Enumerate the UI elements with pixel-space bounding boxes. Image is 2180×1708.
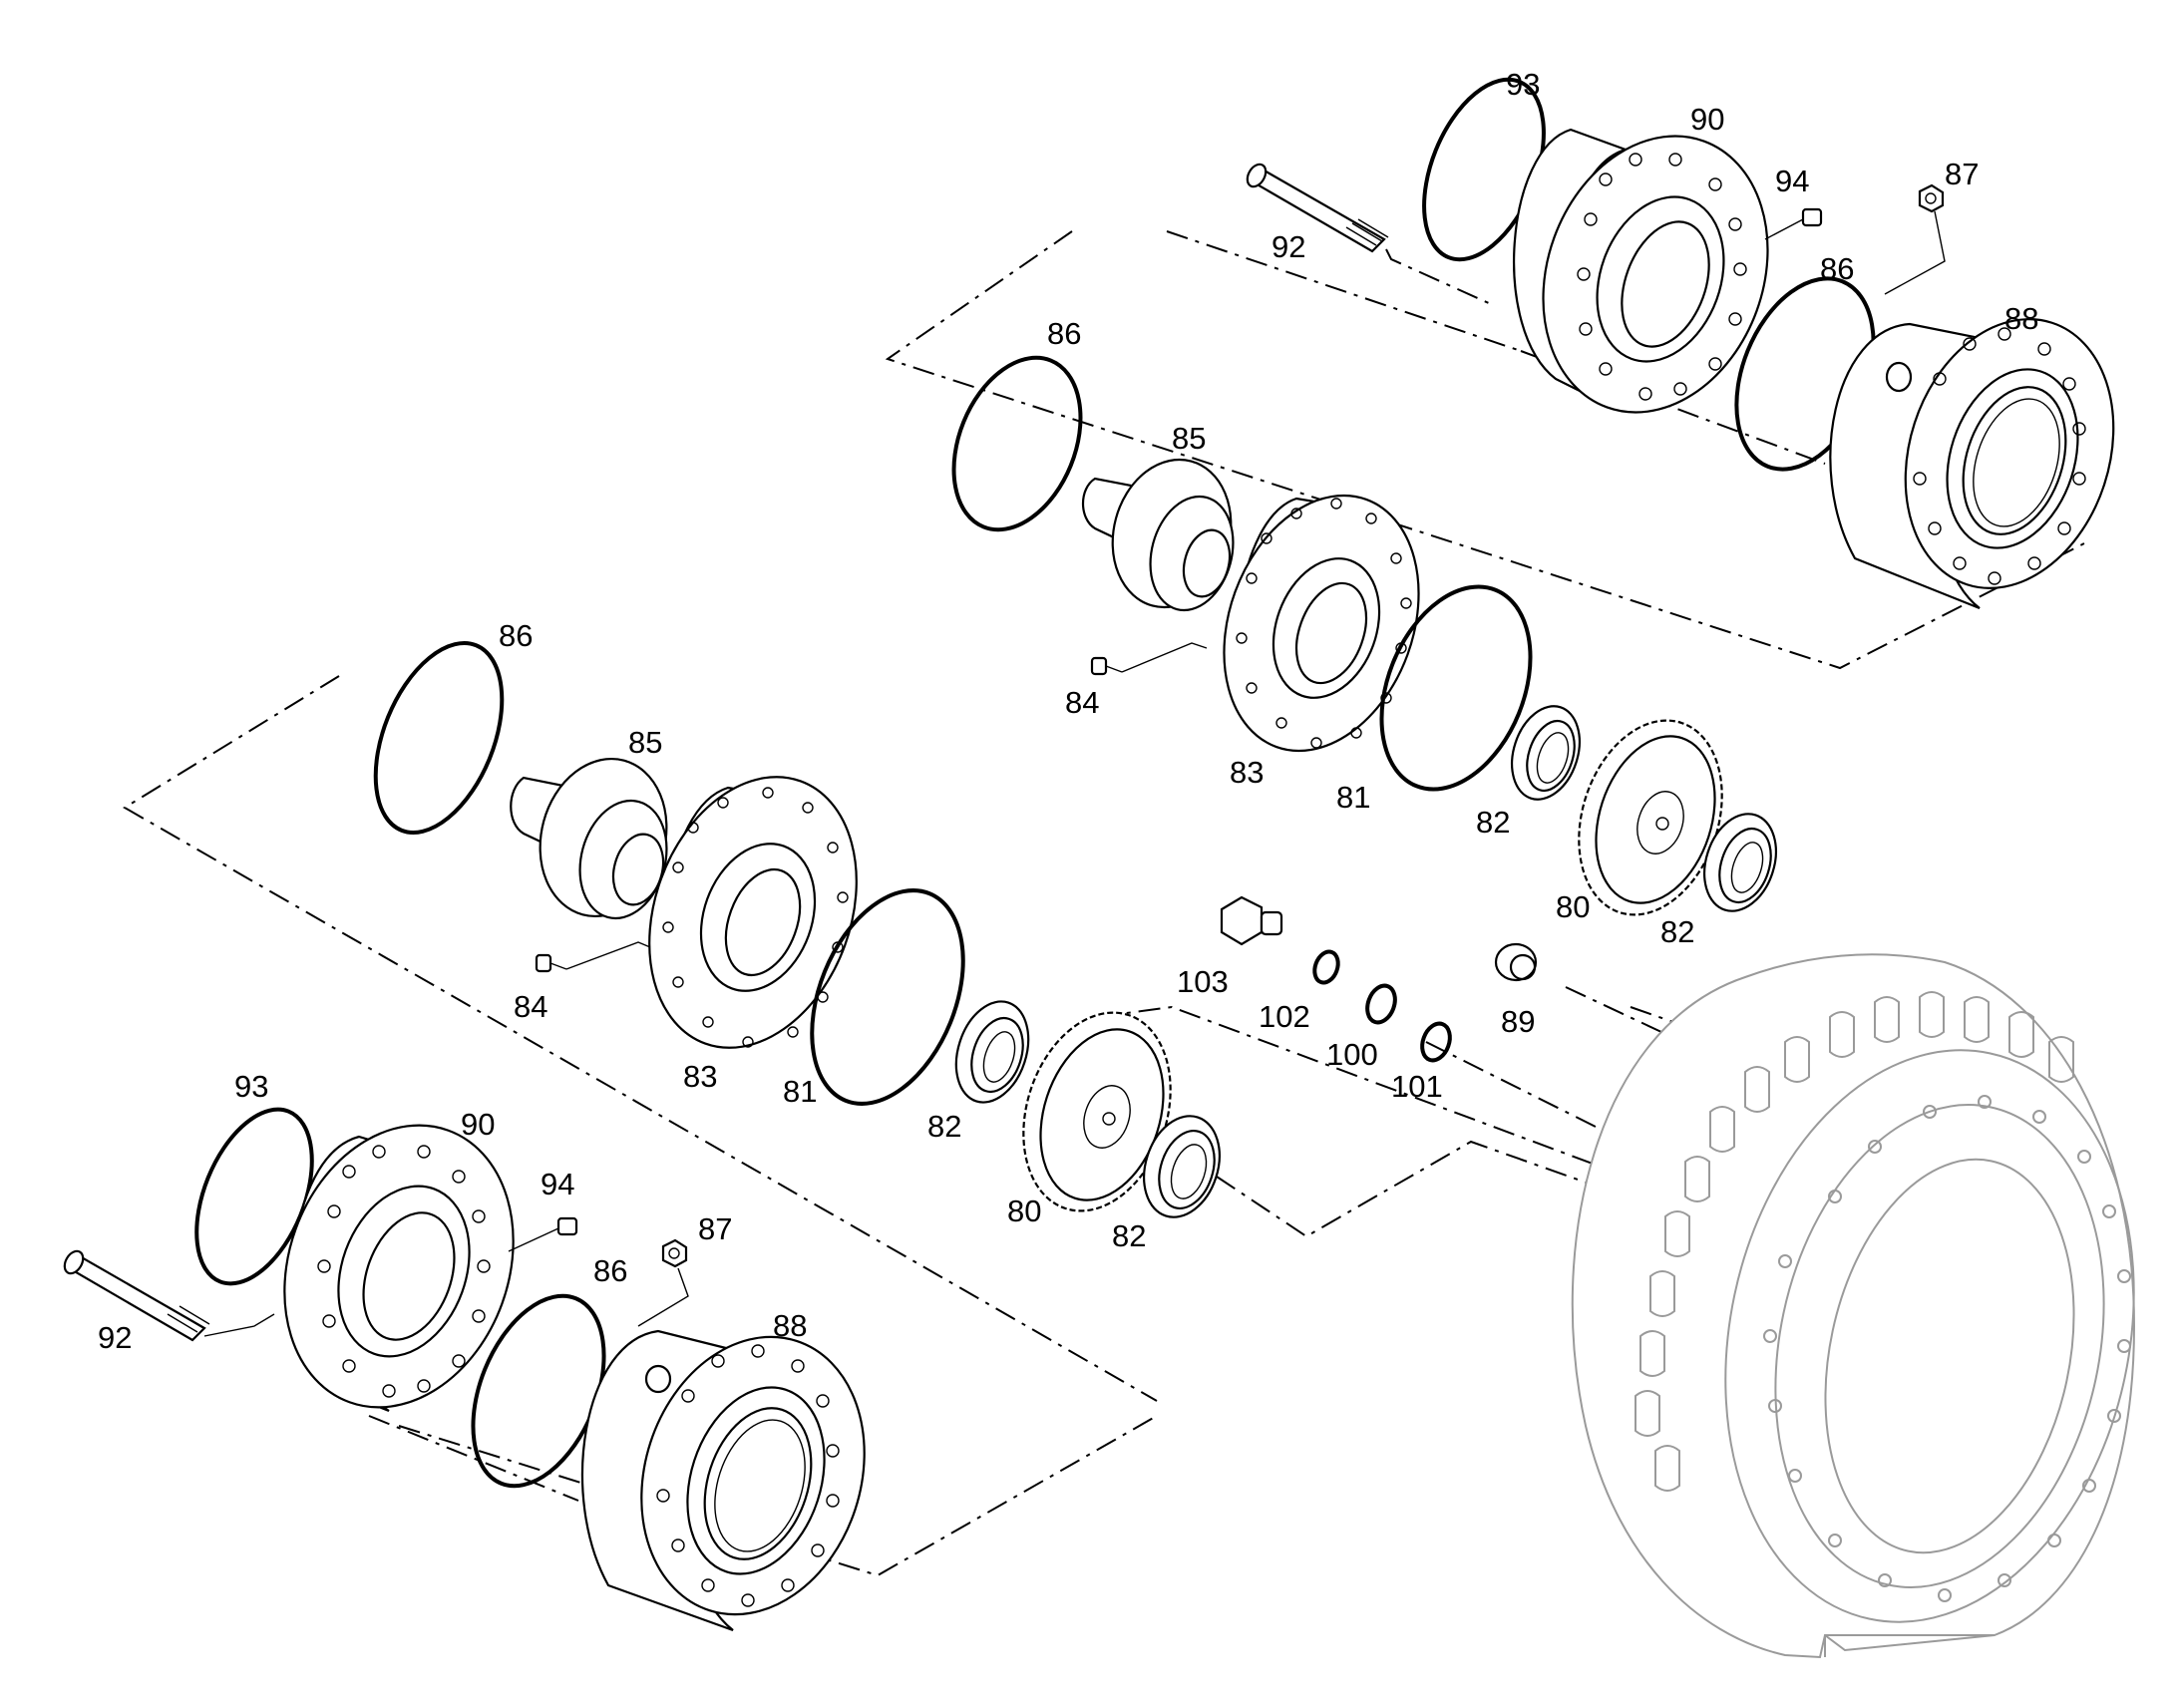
hub-88-upper	[1829, 318, 2115, 610]
shaft-85-middle	[510, 757, 668, 920]
label-85-upper: 85	[1172, 421, 1206, 456]
label-82-middle-b: 82	[1112, 1218, 1146, 1253]
label-92-upper: 92	[1272, 229, 1305, 264]
label-102: 102	[1259, 999, 1310, 1034]
seal-ring-101	[1420, 1021, 1452, 1063]
cover-90-lower	[283, 1124, 515, 1413]
plug-103	[1220, 895, 1283, 946]
bearing-82-upper-a	[1511, 705, 1581, 801]
shaft-85-upper	[1082, 458, 1235, 612]
bolt-92-lower	[63, 1249, 275, 1342]
label-94-lower: 94	[541, 1167, 574, 1201]
label-86-upper: 86	[1047, 316, 1081, 351]
nut-87-upper	[1884, 183, 1946, 295]
label-100: 100	[1326, 1037, 1378, 1072]
gear-80-middle	[1022, 1011, 1172, 1212]
label-82-upper-b: 82	[1660, 914, 1694, 949]
label-81-middle: 81	[783, 1074, 817, 1109]
label-82-middle-a: 82	[927, 1109, 961, 1144]
plug-89	[1494, 942, 1538, 982]
label-93-upper: 93	[1506, 67, 1540, 102]
label-89: 89	[1501, 1004, 1535, 1039]
bolt-92-upper	[1246, 163, 1389, 253]
label-87-lower: 87	[698, 1211, 732, 1246]
label-88-upper: 88	[2004, 301, 2038, 336]
bearing-82-upper-b	[1703, 813, 1777, 912]
label-83-middle: 83	[683, 1059, 717, 1094]
o-ring-81-middle	[810, 888, 965, 1106]
o-ring-86-middle	[373, 641, 505, 835]
label-87-upper: 87	[1945, 157, 1979, 191]
hub-88-lower	[580, 1329, 866, 1632]
seal-ring-100	[1365, 983, 1397, 1025]
carrier-83-middle	[648, 776, 858, 1049]
screw-84-upper	[1090, 642, 1208, 676]
label-88-lower: 88	[773, 1308, 807, 1343]
label-80-middle: 80	[1007, 1194, 1041, 1228]
o-ring-86-upper	[951, 355, 1083, 532]
label-94-upper: 94	[1775, 164, 1809, 198]
label-86-middle: 86	[499, 618, 533, 653]
bearing-82-middle-b	[1143, 1115, 1221, 1218]
nut-87-lower	[637, 1238, 689, 1327]
label-81-upper: 81	[1336, 780, 1370, 815]
plug-94-upper	[1764, 207, 1823, 240]
label-85-middle: 85	[628, 725, 662, 760]
gear-80-upper	[1578, 719, 1723, 916]
carrier-83-upper	[1223, 494, 1420, 753]
label-103: 103	[1177, 964, 1229, 999]
plug-94-lower	[508, 1216, 578, 1252]
label-80-upper: 80	[1556, 889, 1590, 924]
label-82-upper-a: 82	[1476, 805, 1510, 840]
label-83-upper: 83	[1230, 755, 1264, 790]
label-92-lower: 92	[98, 1320, 132, 1355]
part-labels: 93 90 94 87 92 86 88 86 85 84 83 81 82 8…	[98, 67, 2038, 1355]
label-90-upper: 90	[1690, 102, 1724, 137]
o-ring-81-upper	[1379, 584, 1533, 792]
label-84-middle: 84	[514, 989, 547, 1024]
label-93-lower: 93	[234, 1069, 268, 1104]
label-86-lower: 86	[593, 1253, 627, 1288]
seal-ring-102	[1312, 949, 1340, 985]
label-84-upper: 84	[1065, 685, 1099, 720]
cover-90-upper	[1513, 128, 1769, 414]
screw-84-middle	[535, 941, 651, 973]
label-101: 101	[1391, 1069, 1443, 1104]
label-90-lower: 90	[461, 1107, 495, 1142]
wheel-housing	[1571, 953, 2136, 1659]
bearing-82-middle-a	[954, 1000, 1030, 1104]
label-86-upper-right: 86	[1820, 251, 1854, 286]
